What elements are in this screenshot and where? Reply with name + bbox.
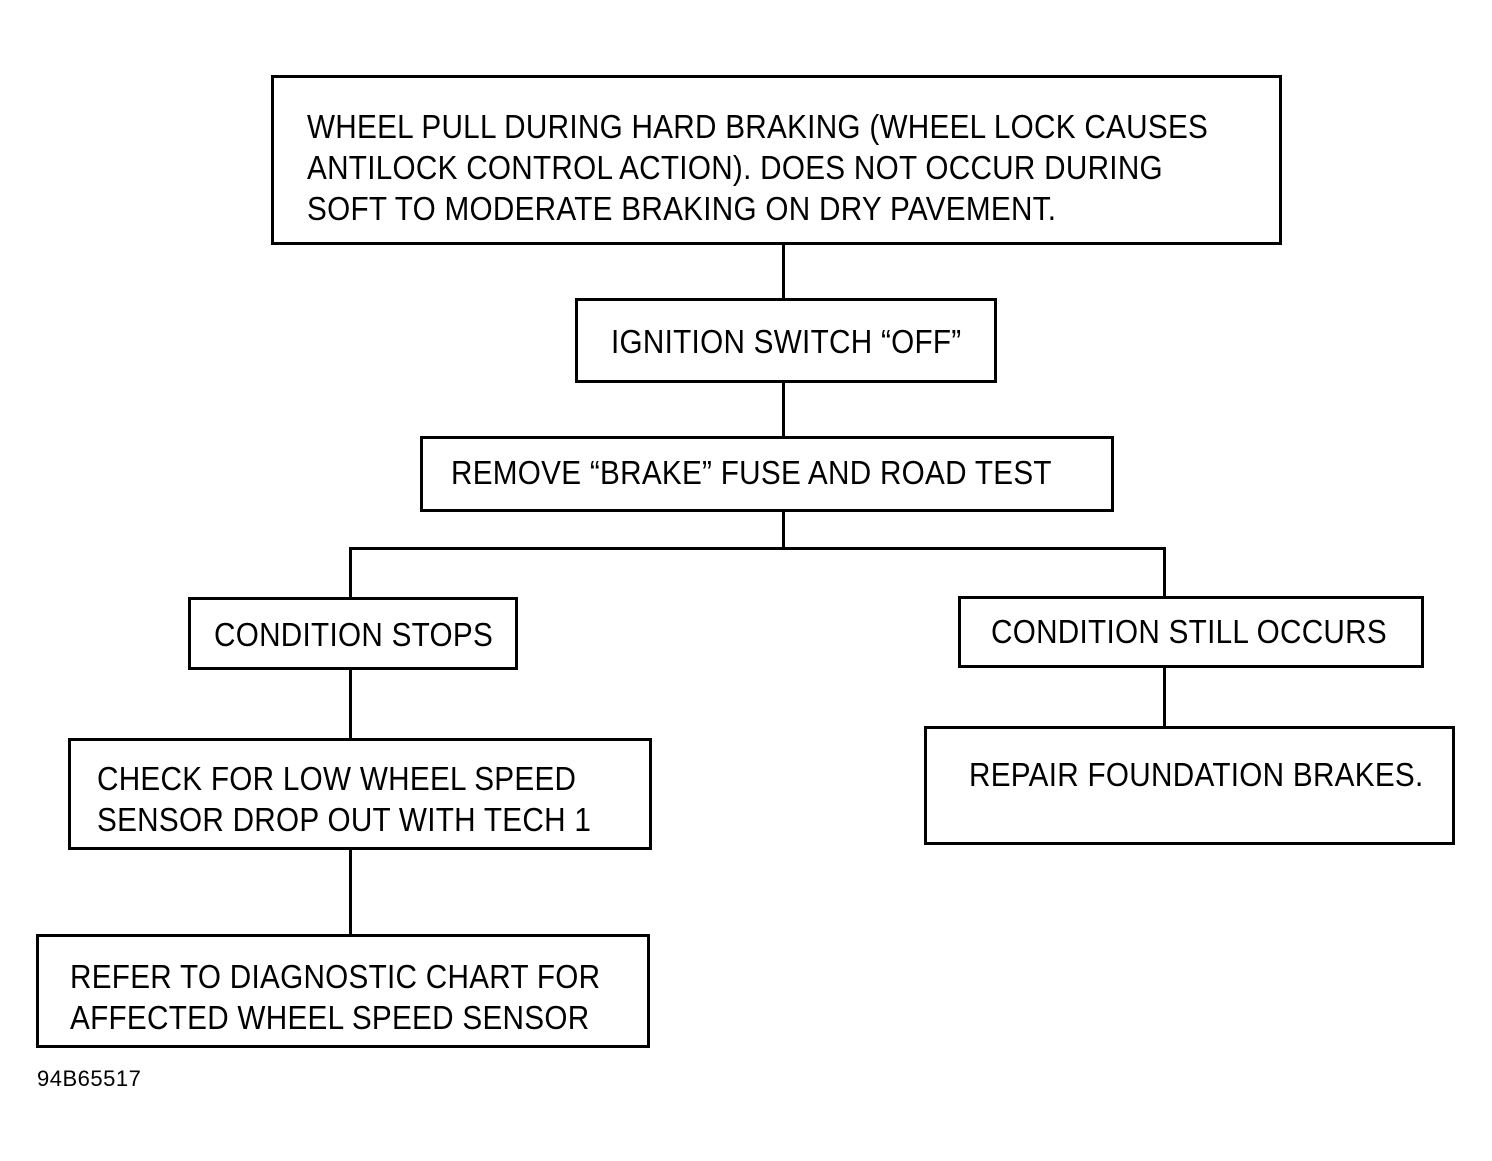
connector-occurs-to-repair [1163, 666, 1166, 728]
node-refer-chart-line-1: REFER TO DIAGNOSTIC CHART FOR [70, 958, 601, 995]
node-ignition: IGNITION SWITCH “OFF” [575, 298, 997, 383]
node-condition-stops-line-1: CONDITION STOPS [214, 616, 494, 653]
node-ignition-line-1: IGNITION SWITCH “OFF” [611, 323, 962, 360]
connector-ignition-to-remove-fuse [782, 382, 785, 438]
node-repair-brakes: REPAIR FOUNDATION BRAKES. [924, 726, 1455, 845]
node-condition-still-occurs: CONDITION STILL OCCURS [958, 596, 1424, 668]
node-check-sensor-line-2: SENSOR DROP OUT WITH TECH 1 [97, 801, 592, 838]
connector-stops-to-check [349, 668, 352, 740]
node-check-sensor-line-1: CHECK FOR LOW WHEEL SPEED [97, 760, 577, 797]
connector-check-to-refer [349, 848, 352, 936]
connector-remove-fuse-down [782, 510, 785, 550]
node-start-line-1: WHEEL PULL DURING HARD BRAKING (WHEEL LO… [307, 108, 1209, 145]
node-condition-still-occurs-line-1: CONDITION STILL OCCURS [991, 613, 1387, 650]
node-start-line-2: ANTILOCK CONTROL ACTION). DOES NOT OCCUR… [307, 149, 1163, 186]
node-refer-chart-line-2: AFFECTED WHEEL SPEED SENSOR [70, 999, 590, 1036]
node-start: WHEEL PULL DURING HARD BRAKING (WHEEL LO… [271, 75, 1282, 245]
figure-code: 94B65517 [37, 1066, 142, 1091]
node-repair-brakes-line-1: REPAIR FOUNDATION BRAKES. [969, 756, 1424, 793]
connector-start-to-ignition [782, 243, 785, 300]
connector-branch-left-down [349, 547, 352, 599]
node-start-line-3: SOFT TO MODERATE BRAKING ON DRY PAVEMENT… [307, 190, 1057, 227]
node-check-sensor: CHECK FOR LOW WHEEL SPEED SENSOR DROP OU… [68, 738, 652, 850]
node-remove-fuse: REMOVE “BRAKE” FUSE AND ROAD TEST [420, 436, 1114, 512]
node-condition-stops: CONDITION STOPS [188, 597, 518, 670]
connector-branch-right-down [1163, 547, 1166, 598]
node-refer-chart: REFER TO DIAGNOSTIC CHART FOR AFFECTED W… [36, 934, 650, 1048]
connector-branch-horizontal [349, 547, 1166, 550]
node-remove-fuse-line-1: REMOVE “BRAKE” FUSE AND ROAD TEST [451, 454, 1052, 491]
